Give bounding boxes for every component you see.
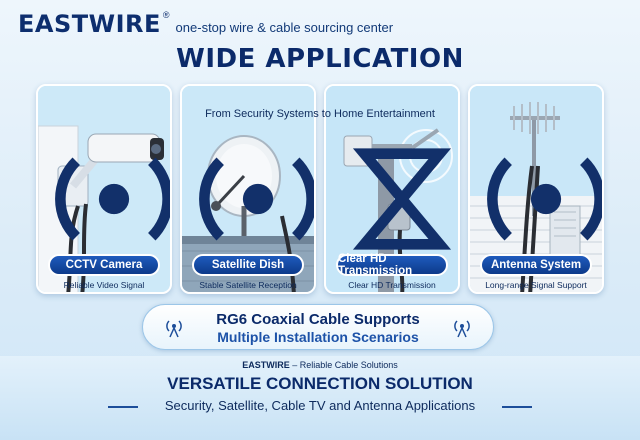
card-antenna-system: Antenna System Long-range Signal Support (468, 84, 604, 294)
card-label: Clear HD Transmission (336, 253, 448, 277)
footer-brand-suffix: – Reliable Cable Solutions (289, 360, 398, 370)
main-title: WIDE APPLICATION (176, 44, 464, 74)
card-caption: Reliable Video Signal (63, 280, 145, 290)
card-caption: Stable Satellite Reception (199, 280, 297, 290)
card-caption: Clear HD Transmission (348, 280, 436, 290)
broadcast-icon (46, 94, 170, 241)
feature-banner: RG6 Coaxial Cable Supports Multiple Inst… (142, 304, 494, 350)
card-satellite-dish: Satellite Dish Stable Satellite Receptio… (180, 84, 316, 294)
antenna-icon (163, 317, 185, 339)
decorative-line-left (108, 406, 138, 408)
hourglass-icon (334, 94, 452, 250)
footer-subtitle: Security, Satellite, Cable TV and Antenn… (164, 398, 476, 413)
antenna-icon (451, 317, 473, 339)
brand-tagline: one-stop wire & cable sourcing center (175, 20, 394, 35)
footer-brand-name: EASTWIRE (242, 360, 290, 370)
card-label: Satellite Dish (192, 254, 304, 276)
card-label: CCTV Camera (48, 254, 160, 276)
broadcast-icon (190, 94, 314, 241)
brand-header: EASTWIRE ® one-stop wire & cable sourcin… (18, 10, 393, 38)
card-hd-transmission: Clear HD Transmission Clear HD Transmiss… (324, 84, 460, 294)
broadcast-icon (478, 94, 602, 241)
decorative-line-right (502, 406, 532, 408)
card-caption: Long-range Signal Support (485, 280, 587, 290)
card-label: Antenna System (480, 254, 592, 276)
banner-title: RG6 Coaxial Cable Supports (216, 311, 420, 328)
card-cctv-camera: CCTV Camera Reliable Video Signal (36, 84, 172, 294)
registered-mark: ® (162, 10, 170, 20)
brand-logo: EASTWIRE (18, 10, 161, 38)
application-cards: CCTV Camera Reliable Video Signal Satell… (36, 84, 604, 294)
footer-brand: EASTWIRE – Reliable Cable Solutions (0, 360, 640, 370)
footer-title: VERSATILE CONNECTION SOLUTION (167, 374, 473, 393)
banner-subtitle: Multiple Installation Scenarios (217, 329, 419, 345)
footer-background (0, 356, 640, 440)
subheading: From Security Systems to Home Entertainm… (205, 108, 435, 120)
